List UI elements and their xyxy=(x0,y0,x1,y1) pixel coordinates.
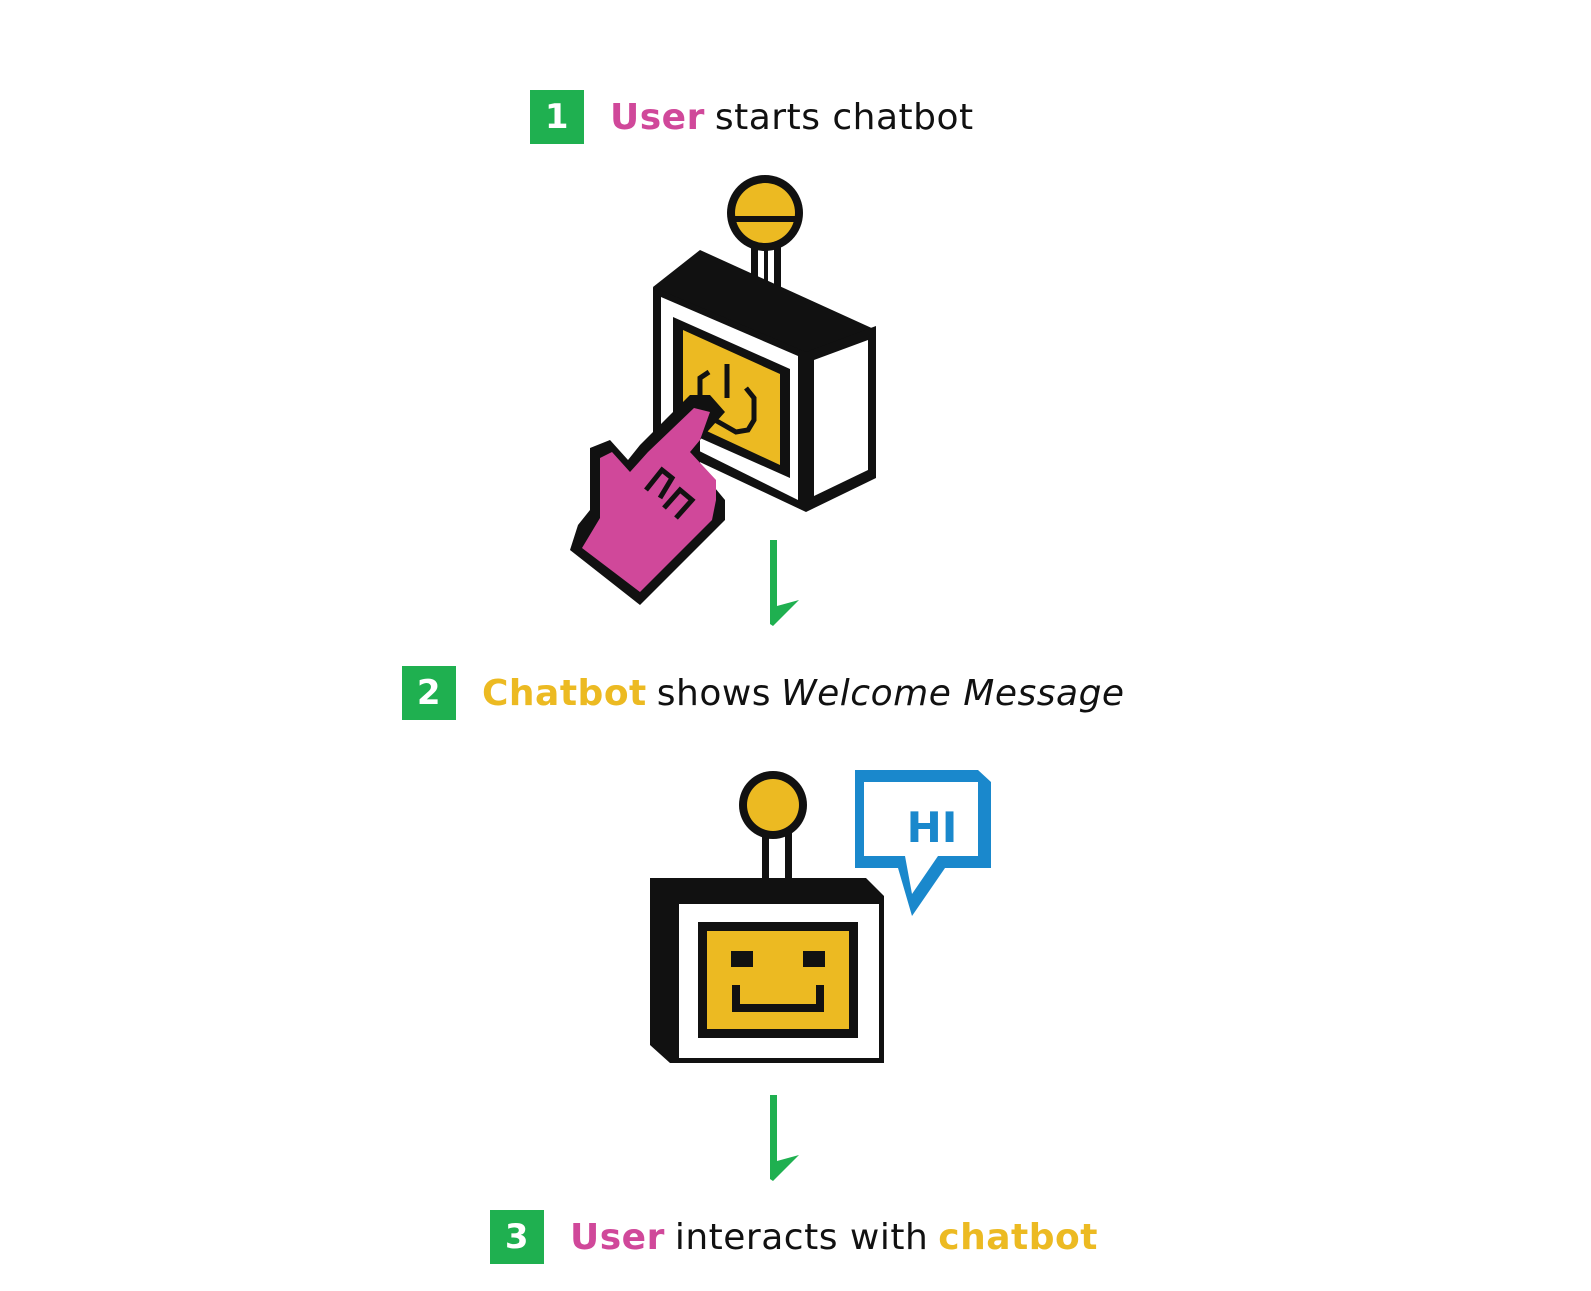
step-1-actor: User xyxy=(610,96,705,138)
step-3-object: chatbot xyxy=(938,1216,1098,1258)
step-2: 2 Chatbot shows Welcome Message xyxy=(402,666,1125,720)
robot-face-icon: HI xyxy=(650,770,991,1063)
pointer-hand-icon xyxy=(570,395,725,605)
step-1-text: starts chatbot xyxy=(714,96,974,138)
step-3: 3 User interacts with chatbot xyxy=(490,1210,1098,1264)
step-number-3: 3 xyxy=(490,1210,544,1264)
speech-bubble-icon: HI xyxy=(855,770,991,916)
step-number-1: 1 xyxy=(530,90,584,144)
step-number-2: 2 xyxy=(402,666,456,720)
power-box-icon xyxy=(570,175,876,605)
down-arrow-icon xyxy=(770,1095,799,1181)
bubble-text: HI xyxy=(907,803,958,852)
step-2-actor: Chatbot xyxy=(482,672,647,714)
knob-icon xyxy=(727,175,803,320)
step-3-actor: User xyxy=(570,1216,665,1258)
step-3-text: interacts with xyxy=(674,1216,929,1258)
step-2-text: shows xyxy=(656,672,772,714)
step-1: 1 User starts chatbot xyxy=(530,90,974,144)
down-arrow-icon xyxy=(770,540,799,626)
power-symbol-icon xyxy=(697,364,757,435)
step-2-emphasis: Welcome Message xyxy=(781,672,1125,714)
